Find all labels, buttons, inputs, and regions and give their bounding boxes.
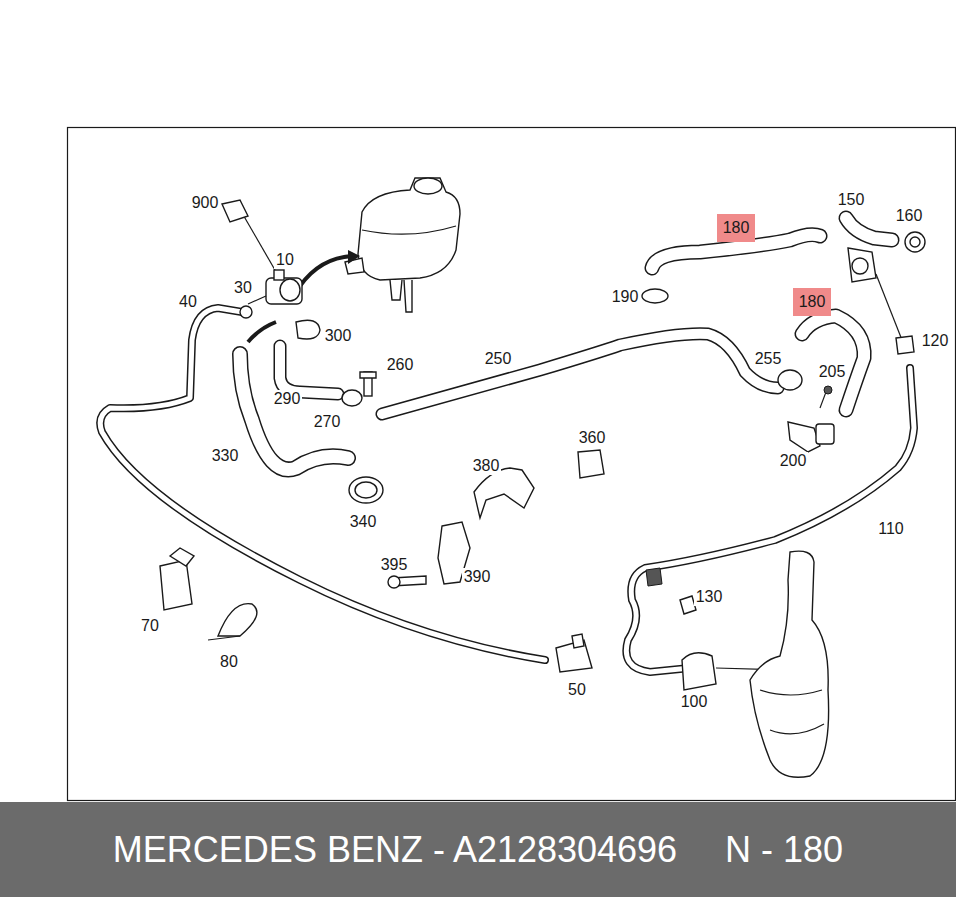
callout-number: 390: [462, 568, 493, 586]
callout-number: 180: [799, 293, 826, 311]
callout-number: 10: [274, 251, 296, 269]
callout-number: 70: [139, 617, 161, 635]
callout-number: 250: [483, 350, 514, 368]
callout-number: 270: [312, 413, 343, 431]
callout-number: 40: [177, 293, 199, 311]
callout-number: 395: [379, 556, 410, 574]
callout-number: 255: [753, 350, 784, 368]
highlighted-callout: 180: [717, 214, 755, 242]
callout-number: 190: [610, 288, 641, 306]
callout-number: 300: [323, 327, 354, 345]
callout-number: 180: [723, 219, 750, 237]
callout-number: 120: [920, 332, 951, 350]
callout-number: 290: [272, 390, 303, 408]
callout-number: 150: [836, 191, 867, 209]
callout-number: 205: [817, 363, 848, 381]
callout-number: 360: [577, 429, 608, 447]
callout-number: 50: [566, 681, 588, 699]
callout-number: 330: [210, 447, 241, 465]
position-number: N - 180: [725, 830, 843, 870]
callout-number: 30: [232, 279, 254, 297]
callout-number: 900: [190, 194, 221, 212]
callout-number: 160: [894, 207, 925, 225]
callout-number: 110: [876, 520, 906, 538]
callout-number: 80: [218, 653, 240, 671]
callout-number: 260: [385, 356, 416, 374]
callout-number: 340: [348, 513, 379, 531]
highlighted-callout: 180: [793, 288, 831, 316]
part-number-title: MERCEDES BENZ - A2128304696: [113, 830, 677, 870]
callout-number: 100: [679, 693, 710, 711]
callout-number: 130: [694, 588, 725, 606]
callout-number: 380: [471, 457, 502, 475]
footer-band: MERCEDES BENZ - A2128304696 N - 180: [0, 802, 956, 897]
callout-number: 200: [778, 452, 809, 470]
